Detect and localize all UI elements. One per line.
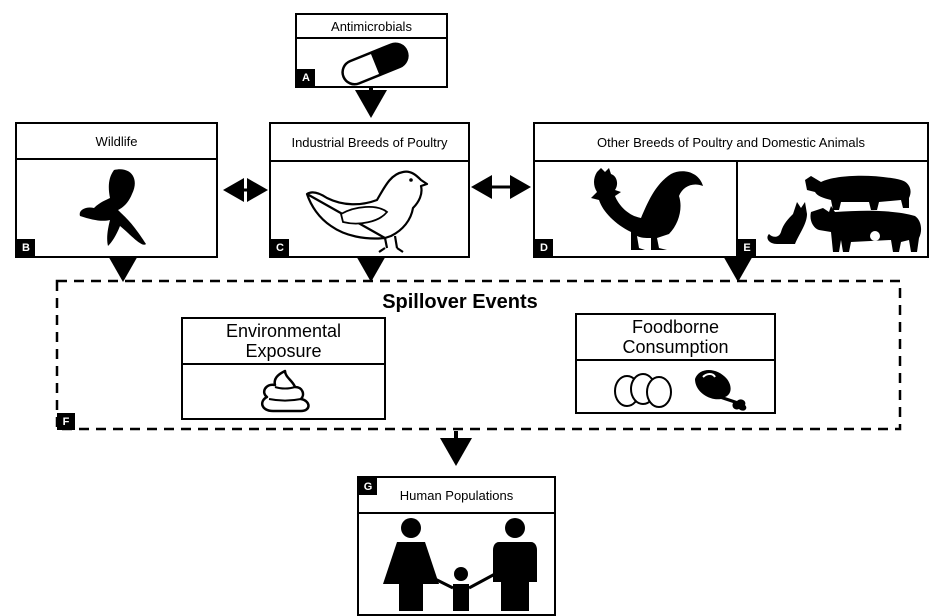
tag-f: F <box>57 413 75 430</box>
family-icon <box>383 518 537 611</box>
bird-of-prey-icon <box>79 169 146 246</box>
pill-icon <box>341 42 409 86</box>
other-breeds-divider <box>736 162 738 256</box>
human-label: Human Populations <box>359 478 554 514</box>
other-breeds-label: Other Breeds of Poultry and Domestic Ani… <box>535 124 927 162</box>
wildlife-label: Wildlife <box>17 124 216 160</box>
spillover-title: Spillover Events <box>382 291 538 313</box>
antimicrobials-box: Antimicrobials A <box>295 13 448 88</box>
other-breeds-box: Other Breeds of Poultry and Domestic Ani… <box>533 122 929 258</box>
industrial-label: Industrial Breeds of Poultry <box>271 124 468 162</box>
eggs-icon <box>614 373 672 408</box>
tag-e: E <box>738 239 756 256</box>
foodborne-box: Foodborne Consumption <box>575 313 776 414</box>
drumstick-icon <box>695 370 747 411</box>
tag-g: G <box>359 478 377 495</box>
foodborne-label: Foodborne Consumption <box>577 315 774 361</box>
tag-b: B <box>17 239 35 256</box>
antimicrobials-label: Antimicrobials <box>297 15 446 39</box>
cat-icon <box>767 202 807 244</box>
cow-icon <box>810 206 922 252</box>
environmental-label: Environmental Exposure <box>183 319 384 365</box>
tag-d: D <box>535 239 553 256</box>
human-box: Human Populations G <box>357 476 556 616</box>
environmental-box: Environmental Exposure <box>181 317 386 420</box>
industrial-box: Industrial Breeds of Poultry C <box>269 122 470 258</box>
feces-icon <box>260 369 310 413</box>
tag-c: C <box>271 239 289 256</box>
rooster-icon <box>591 168 703 250</box>
wildlife-box: Wildlife B <box>15 122 218 258</box>
pig-icon <box>805 175 911 210</box>
spillover-frame <box>55 279 902 431</box>
tag-a: A <box>297 69 315 86</box>
hen-icon <box>305 170 429 253</box>
